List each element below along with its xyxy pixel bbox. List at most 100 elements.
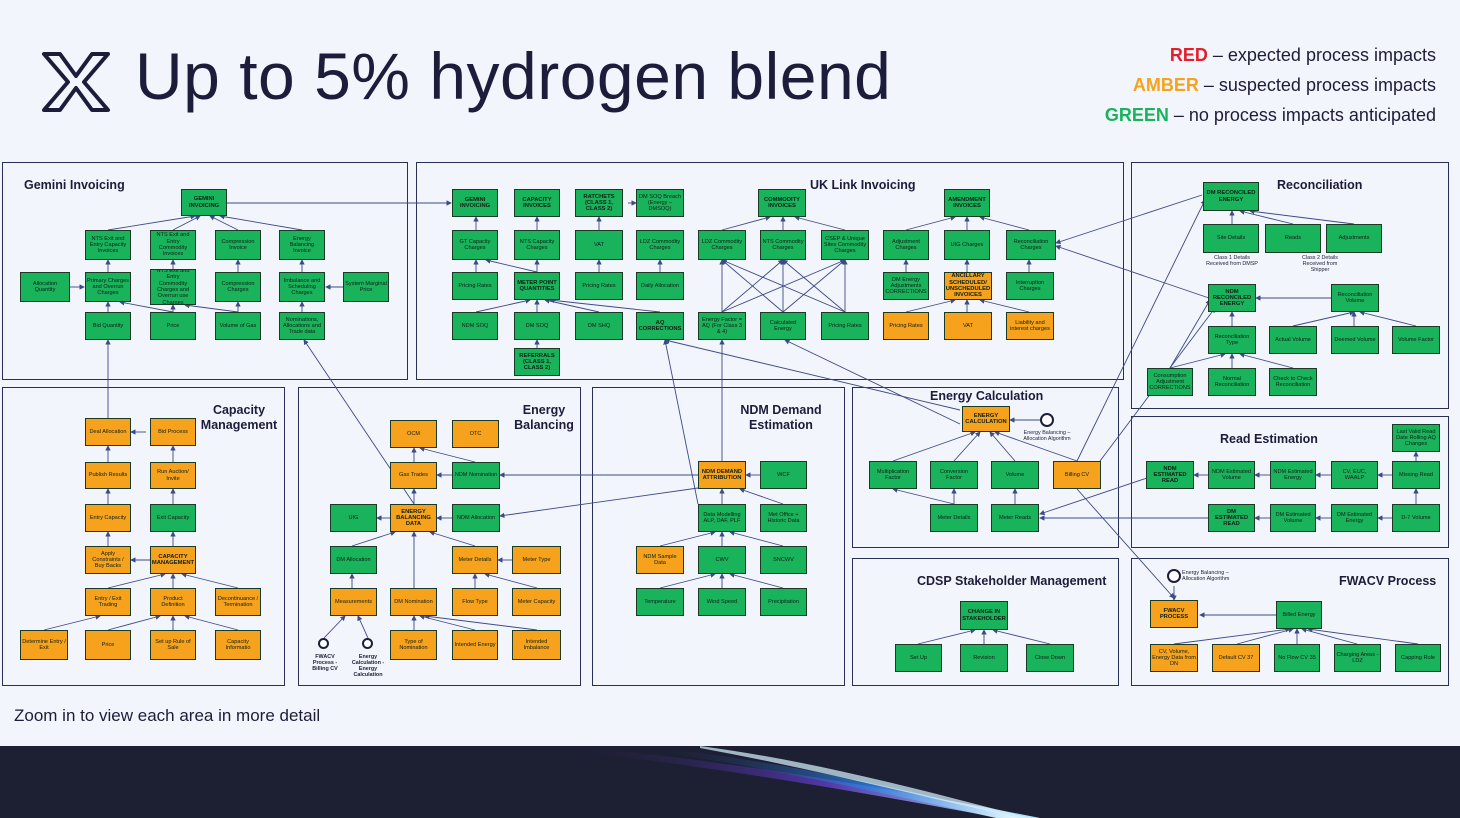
box-uk-daily-alloc[interactable]: Daily Allocation [636, 272, 684, 300]
box-re-cv[interactable]: CV, EUC, WAALP [1331, 461, 1378, 489]
box-eb-meter-details[interactable]: Meter Details [452, 546, 498, 574]
box-uk-pricing4[interactable]: Pricing Rates [883, 312, 929, 340]
box-nd-ndm-attr[interactable]: NDM DEMAND ATTRIBUTION [698, 461, 746, 489]
box-uk-recon-ch[interactable]: Reconciliation Charges [1006, 230, 1056, 260]
box-cm-entry-cap[interactable]: Entry Capacity [85, 504, 131, 532]
box-uk-aq-corr[interactable]: AQ CORRECTIONS [636, 312, 684, 340]
box-eb-eb-data[interactable]: ENERGY BALANCING DATA [390, 504, 437, 532]
box-cm-product-def[interactable]: Product Definition [150, 588, 196, 616]
box-rc-consumption[interactable]: Consumption Adjustment CORRECTIONS [1147, 368, 1193, 396]
box-gi-bid-qty[interactable]: Bid Quantity [85, 312, 131, 340]
box-rc-reads[interactable]: Reads [1265, 224, 1321, 253]
box-eb-ndm-nom[interactable]: NDM Nomination [452, 462, 500, 489]
box-gi-gemini[interactable]: GEMINI INVOICING [181, 189, 227, 216]
box-cm-bid-process[interactable]: Bid Process [150, 418, 196, 446]
box-uk-vat1[interactable]: VAT [575, 230, 623, 260]
box-nd-data-model[interactable]: Data Modelling ALP, DAF, PLF [698, 504, 746, 532]
box-uk-ancillary[interactable]: ANCILLARY SCHEDULED/ UNSCHEDULED INVOICE… [944, 272, 992, 300]
box-re-dm-est-read[interactable]: DM ESTIMATED READ [1208, 504, 1255, 532]
box-uk-ldz-comm1[interactable]: LDZ Commodity Charges [636, 230, 684, 260]
box-fw-cv-vol[interactable]: CV, Volume, Energy Data from DN [1150, 644, 1198, 672]
box-cd-revision[interactable]: Revision [960, 644, 1008, 672]
box-re-ndm-est-vol[interactable]: NDM Estimated Volume [1208, 461, 1255, 489]
box-rc-check[interactable]: Check to Check Reconciliation [1269, 368, 1317, 396]
box-gi-nts-exit-comm[interactable]: NTS Exit and Entry Commodity Invoices [150, 230, 196, 260]
box-rc-site[interactable]: Site Details [1203, 224, 1259, 253]
box-gi-compression-ch[interactable]: Compression Charges [215, 272, 261, 302]
box-uk-gemini[interactable]: GEMINI INVOICING [452, 189, 498, 217]
box-uk-mpq[interactable]: METER POINT QUANTITIES [514, 272, 560, 300]
box-cd-close[interactable]: Close Down [1026, 644, 1074, 672]
box-ec-energy-calc[interactable]: ENERGY CALCULATION [962, 406, 1010, 432]
box-uk-dm-soq-breach[interactable]: DM SOQ Breach (Energy – DMSOQ) [636, 189, 684, 217]
box-cm-entry-exit-trading[interactable]: Entry / Exit Trading [85, 588, 131, 616]
box-rc-deemed-vol[interactable]: Deemed Volume [1331, 326, 1379, 354]
box-uk-calc-energy[interactable]: Calculated Energy [760, 312, 806, 340]
box-gi-primary[interactable]: Primary Charges and Overrun Charges [85, 272, 131, 302]
box-uk-ndm-soq[interactable]: NDM SOQ [452, 312, 498, 340]
box-uk-energy-factor[interactable]: Energy Factor = AQ (For Class 3 & 4) [698, 312, 746, 340]
box-ec-meter-reads[interactable]: Meter Reads [991, 504, 1039, 532]
box-cm-rule[interactable]: Set up Rule of Sale [150, 630, 196, 660]
box-fw-noflow[interactable]: No Flow CV 35 [1274, 644, 1320, 672]
box-eb-meter-cap[interactable]: Meter Capacity [512, 588, 561, 616]
box-uk-ldz-comm2[interactable]: LDZ Commodity Charges [698, 230, 746, 260]
box-gi-compression-inv[interactable]: Compression Invoice [215, 230, 261, 260]
box-fw-default[interactable]: Default CV 37 [1212, 644, 1260, 672]
box-uk-uig[interactable]: UIG Charges [944, 230, 990, 260]
box-cm-cap-info[interactable]: Capacity Informatio [215, 630, 261, 660]
box-rc-ndm-recon[interactable]: NDM RECONCILED ENERGY [1208, 284, 1256, 312]
box-eb-gas-trades[interactable]: Gas Trades [390, 462, 437, 489]
box-nd-sncwv[interactable]: SNCWV [760, 546, 807, 574]
box-uk-liability[interactable]: Liability and interest charges [1006, 312, 1054, 340]
box-nd-precip[interactable]: Precipitation [760, 588, 807, 616]
box-uk-pricing2[interactable]: Pricing Rates [575, 272, 623, 300]
box-eb-ndm-alloc[interactable]: NDM Allocation [452, 504, 500, 532]
box-uk-pricing3[interactable]: Pricing Rates [821, 312, 869, 340]
box-rc-vol-factor[interactable]: Volume Factor [1392, 326, 1440, 354]
box-uk-dm-energy-adj[interactable]: DM Energy Adjustments CORRECTIONS [883, 272, 929, 300]
box-uk-adjust[interactable]: Adjustment Charges [883, 230, 929, 260]
box-fw-billed[interactable]: Billed Energy [1276, 601, 1322, 629]
box-cm-exit-cap[interactable]: Exit Capacity [150, 504, 196, 532]
box-gi-eb-invoice[interactable]: Energy Balancing Invoice [279, 230, 325, 260]
box-eb-intended-energy[interactable]: Intended Energy [452, 630, 498, 660]
box-cm-price[interactable]: Price [85, 630, 131, 660]
box-uk-nts-comm[interactable]: NTS Commodity Charges [760, 230, 806, 260]
box-nd-temp[interactable]: Temperature [636, 588, 684, 616]
box-cm-decontinuance[interactable]: Decontinuance / Termination [215, 588, 261, 616]
box-gi-alloc-qty[interactable]: Allocation Quantity [20, 272, 70, 302]
box-uk-gt-cap[interactable]: GT Capacity Charges [452, 230, 498, 260]
box-re-d7[interactable]: D-7 Volume [1392, 504, 1440, 532]
box-eb-ocm[interactable]: OCM [390, 420, 437, 448]
box-eb-measurements[interactable]: Measurements [330, 588, 377, 616]
box-re-ndm-est-read[interactable]: NDM ESTIMATED READ [1146, 461, 1194, 489]
box-rc-adjust[interactable]: Adjustments [1326, 224, 1382, 253]
box-uk-csep[interactable]: CSEP & Unique Sites Commodity Charges [821, 230, 869, 260]
box-uk-amendment[interactable]: AMENDMENT INVOICES [944, 189, 990, 217]
box-re-dm-est-energy[interactable]: DM Estimated Energy [1331, 504, 1378, 532]
box-gi-price[interactable]: Price [150, 312, 196, 340]
box-uk-interruption[interactable]: Interruption Charges [1006, 272, 1054, 300]
box-re-dm-est-vol[interactable]: DM Estimated Volume [1270, 504, 1316, 532]
box-gi-smp[interactable]: System Marginal Price [343, 272, 389, 302]
box-eb-uig[interactable]: UIG [330, 504, 377, 532]
box-eb-flow-type[interactable]: Flow Type [452, 588, 498, 616]
box-uk-commodity[interactable]: COMMODITY INVOICES [758, 189, 806, 217]
box-nd-wcf[interactable]: WCF [760, 461, 807, 489]
box-cm-apply[interactable]: Apply Constraints / Buy Backs [85, 546, 131, 574]
box-uk-capacity[interactable]: CAPACITY INVOICES [514, 189, 560, 217]
box-ec-mult[interactable]: Multiplication Factor [869, 461, 917, 489]
box-eb-type-nom[interactable]: Type of Nomination [390, 630, 437, 660]
box-ec-conv[interactable]: Conversion Factor [930, 461, 978, 489]
box-eb-meter-type[interactable]: Meter Type [512, 546, 561, 574]
box-ec-volume[interactable]: Volume [991, 461, 1039, 489]
box-gi-imbalance[interactable]: Imbalance and Scheduling Charges [279, 272, 325, 302]
box-nd-ndm-sample[interactable]: NDM Sample Data [636, 546, 684, 574]
box-gi-vol-gas[interactable]: Volume of Gas [215, 312, 261, 340]
box-rc-dm-recon[interactable]: DM RECONCILED ENERGY [1203, 182, 1259, 211]
box-uk-referrals[interactable]: REFERRALS (CLASS 1, CLASS 2) [514, 348, 560, 376]
box-uk-pricing1[interactable]: Pricing Rates [452, 272, 498, 300]
box-cd-setup[interactable]: Set Up [895, 644, 942, 672]
box-gi-nts-exit-cap[interactable]: NTS Exit and Entry Capacity Invoices [85, 230, 131, 260]
